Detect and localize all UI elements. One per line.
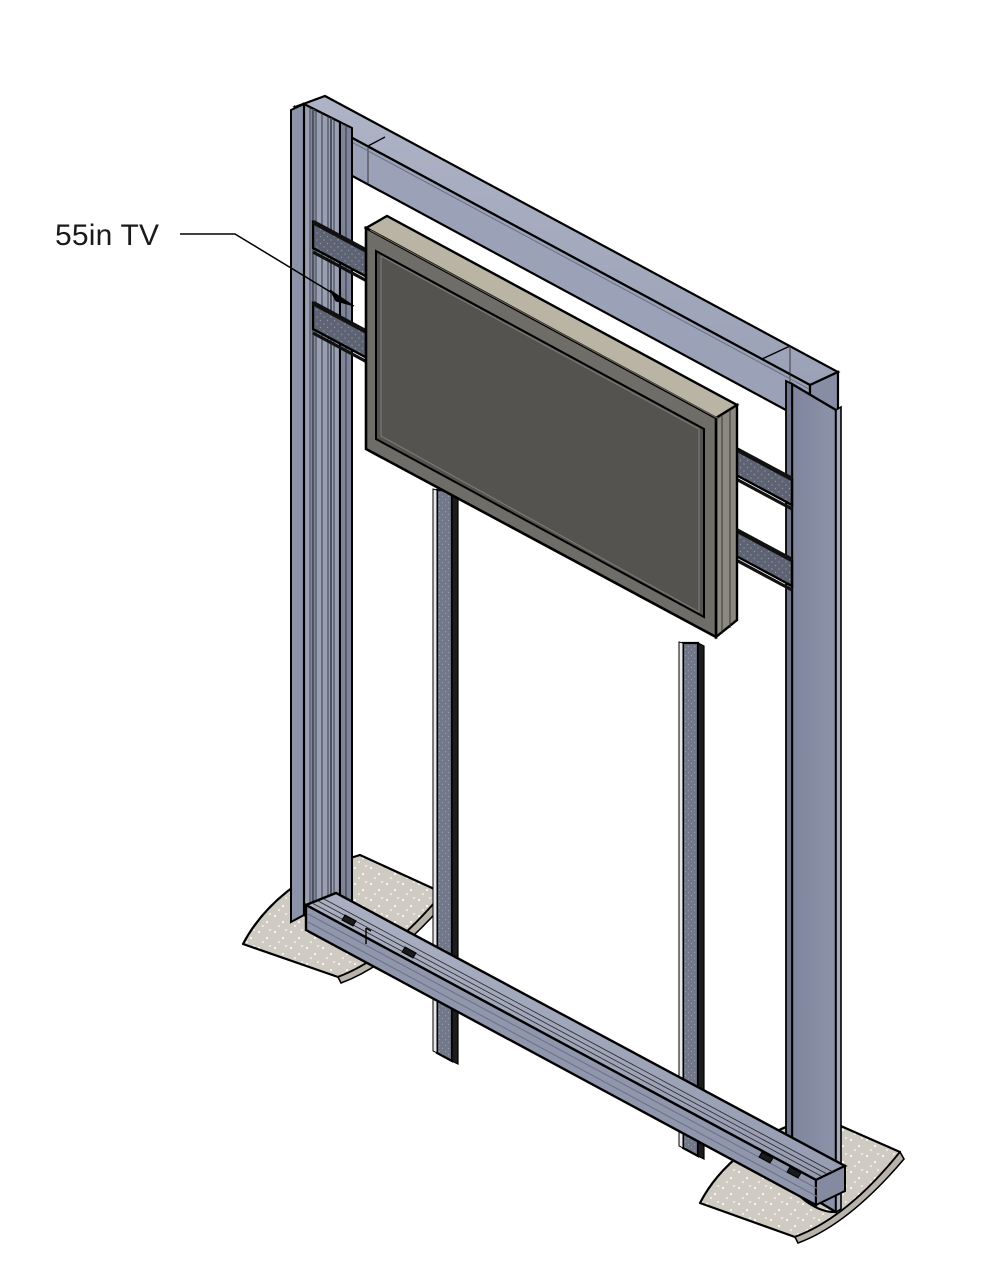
callout-label-tv: 55in TV	[55, 219, 159, 252]
center-post-right	[678, 641, 705, 1160]
leader-line	[180, 233, 353, 306]
frame-right-post	[785, 379, 842, 1215]
tv-panel	[363, 214, 740, 640]
tv-callout-leader	[180, 233, 355, 307]
leader-arrowhead	[329, 289, 355, 307]
frame-bottom-rail	[303, 891, 848, 1208]
